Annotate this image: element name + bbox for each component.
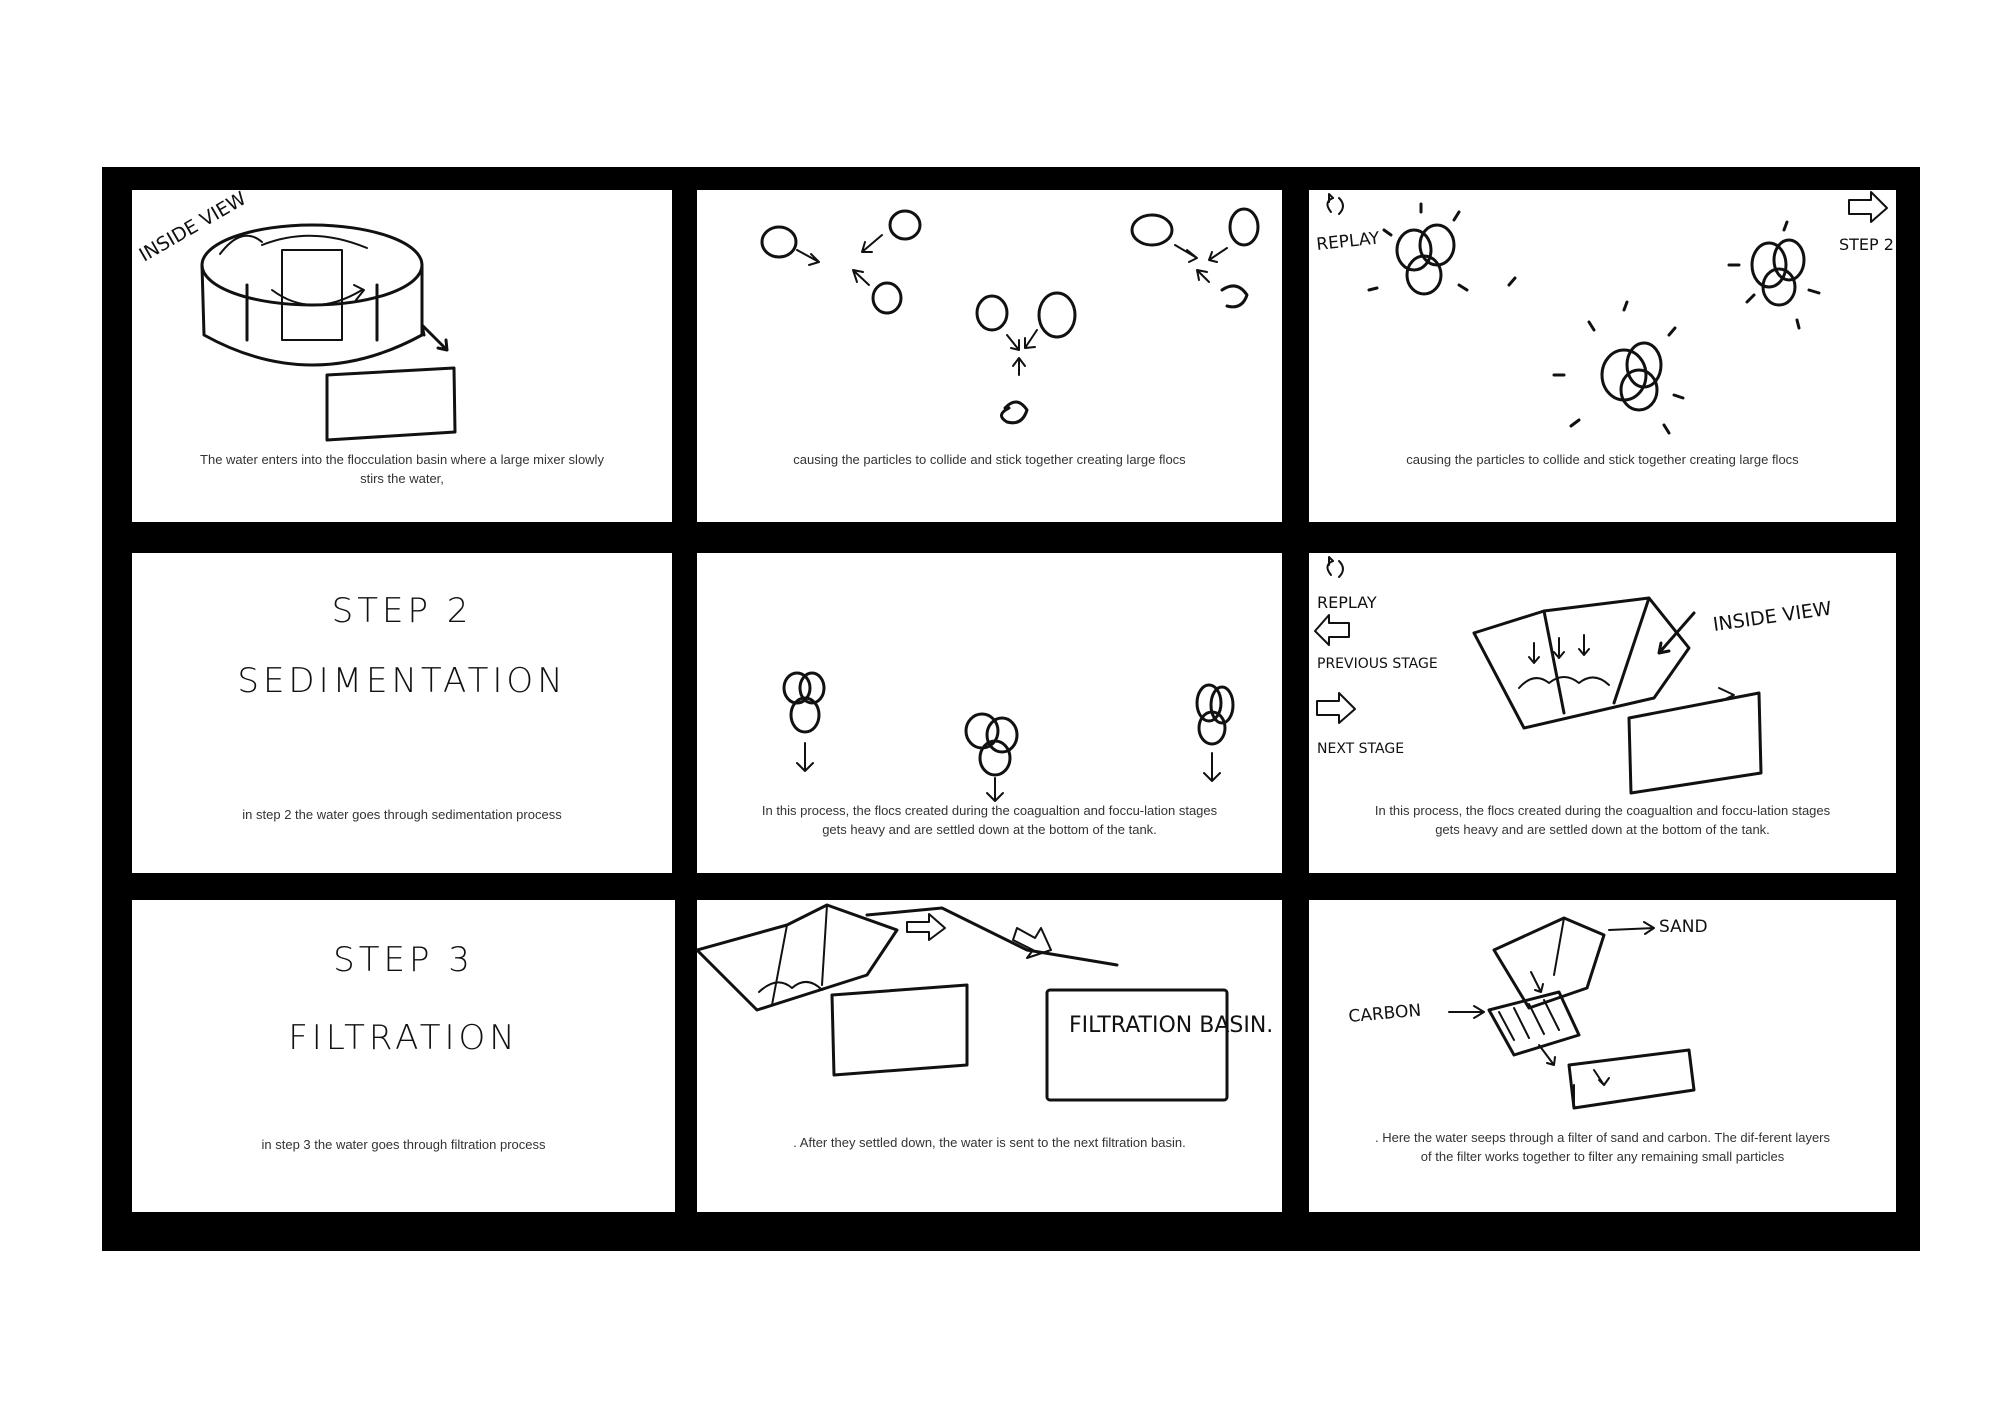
panel-2-caption: causing the particles to collide and sti…	[793, 452, 1186, 467]
panel-3-caption: causing the particles to collide and sti…	[1406, 452, 1799, 467]
replay-icon	[1326, 556, 1344, 578]
replay-label: REPLAY	[1317, 593, 1377, 612]
panel-7: STEP 3 FILTRATION in step 3 the water go…	[132, 900, 675, 1212]
replay-label: REPLAY	[1315, 228, 1381, 255]
step-2-label: STEP 2	[1839, 235, 1894, 254]
sedimentation-tank-sketch: REPLAY PREVIOUS STAGE NEXT STAGE INSIDE …	[1314, 556, 1834, 795]
filtration-title: FILTRATION	[288, 1018, 519, 1058]
previous-arrow-icon	[1314, 614, 1350, 646]
sand-carbon-filter-sketch: SAND CARBON	[1348, 916, 1708, 1110]
panel-2: causing the particles to collide and sti…	[697, 190, 1282, 522]
flocculation-mixer-sketch: INSIDE VIEW	[136, 190, 457, 442]
next-arrow-icon	[1316, 692, 1356, 724]
inside-view-label: INSIDE VIEW	[1712, 597, 1834, 635]
panel-4: STEP 2 SEDIMENTATION in step 2 the water…	[132, 553, 672, 873]
next-stage-label: NEXT STAGE	[1317, 741, 1404, 757]
particle-collision-sketch	[760, 207, 1260, 425]
panel-8: FILTRATION BASIN. . After they settled d…	[697, 900, 1282, 1212]
replay-icon	[1326, 193, 1344, 215]
panel-8-caption: . After they settled down, the water is …	[793, 1135, 1186, 1150]
panel-6-caption: In this process, the flocs created durin…	[1374, 803, 1831, 837]
panel-6: REPLAY PREVIOUS STAGE NEXT STAGE INSIDE …	[1309, 553, 1896, 873]
panel-5-caption: In this process, the flocs created durin…	[761, 803, 1218, 837]
storyboard: INSIDE VIEW The water enters into the fl…	[102, 167, 1920, 1251]
svg-text:INSIDE VIEW: INSIDE VIEW	[136, 190, 251, 266]
panel-1: INSIDE VIEW The water enters into the fl…	[132, 190, 672, 522]
sand-label: SAND	[1659, 917, 1708, 937]
carbon-label: CARBON	[1348, 1001, 1422, 1027]
next-arrow-icon	[1848, 191, 1888, 223]
panel-5: In this process, the flocs created durin…	[697, 553, 1282, 873]
inside-view-label: INSIDE VIEW	[136, 190, 251, 266]
step-2-title: STEP 2	[331, 591, 473, 631]
panel-3: REPLAY STEP 2	[1309, 190, 1896, 522]
flocs-settling-sketch	[782, 671, 1235, 802]
previous-stage-label: PREVIOUS STAGE	[1317, 656, 1438, 672]
step-3-title: STEP 3	[333, 940, 474, 980]
flocs-formed-sketch: REPLAY STEP 2	[1315, 191, 1894, 435]
transfer-to-filtration-sketch: FILTRATION BASIN.	[697, 903, 1273, 1102]
filtration-basin-label: FILTRATION BASIN.	[1069, 1013, 1273, 1038]
panel-7-caption: in step 3 the water goes through filtrat…	[261, 1137, 546, 1152]
sedimentation-title: SEDIMENTATION	[237, 661, 567, 701]
panel-9-caption: . Here the water seeps through a filter …	[1374, 1130, 1830, 1164]
panel-4-caption: in step 2 the water goes through sedimen…	[242, 807, 562, 822]
panel-9: SAND CARBON . Here the water seeps throu…	[1309, 900, 1896, 1212]
panel-1-caption: The water enters into the flocculation b…	[200, 452, 604, 486]
